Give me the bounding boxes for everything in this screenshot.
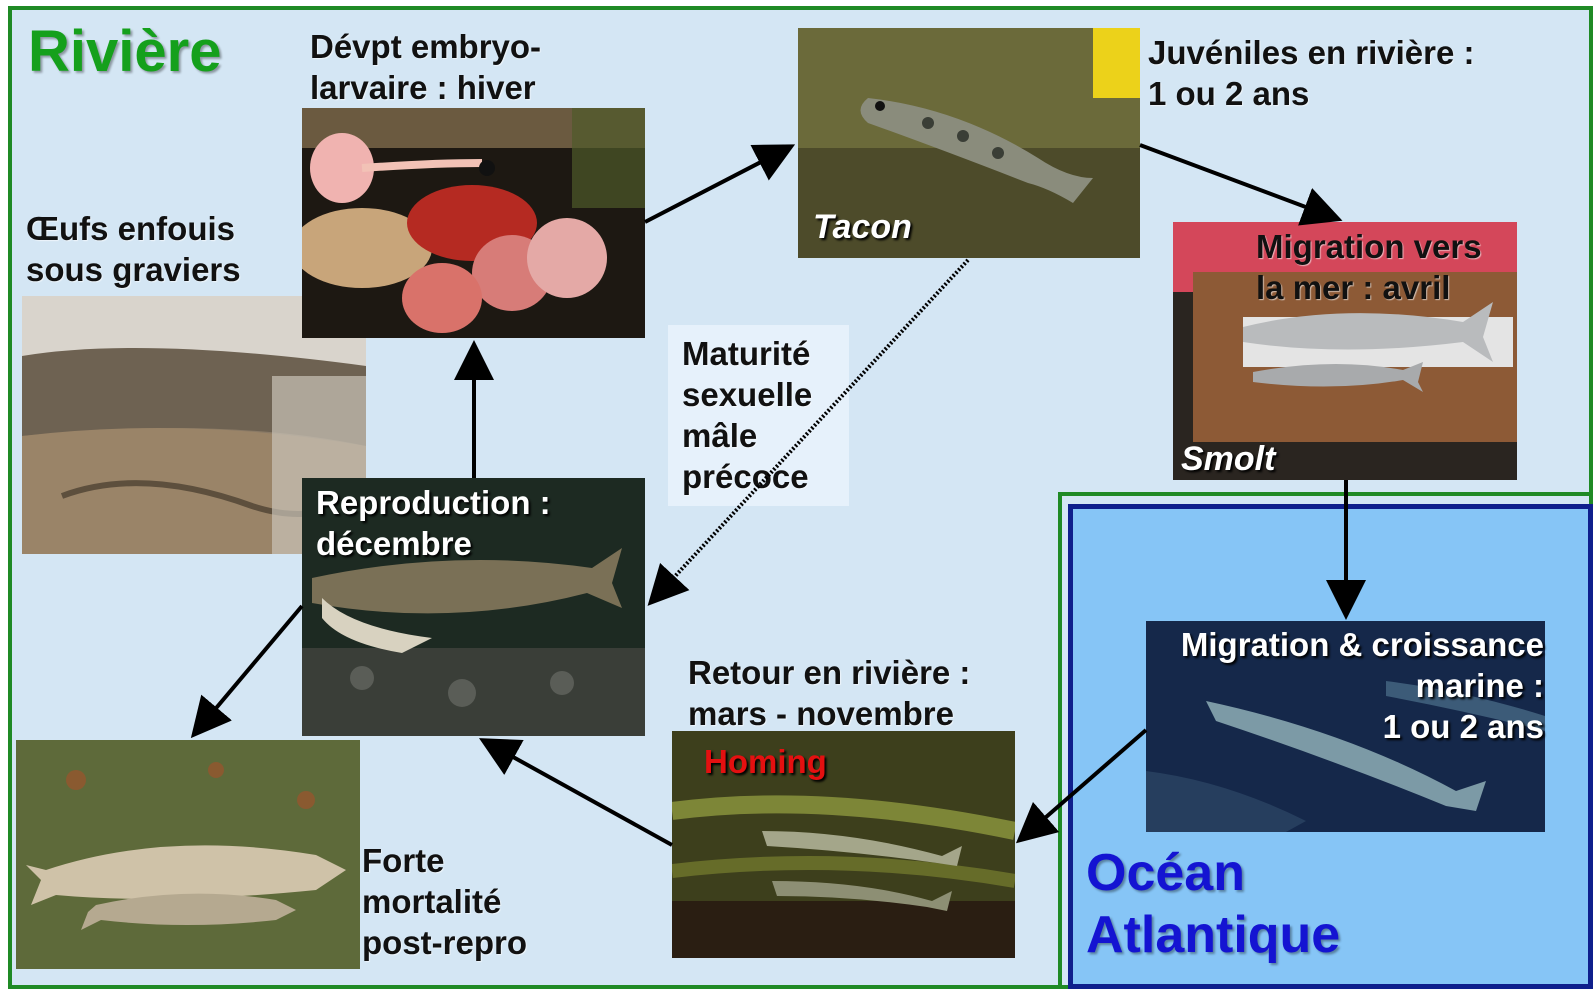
arrow-tacon-to-smolt [1140,145,1335,218]
arrow-marine-to-return [1022,730,1146,838]
dotted-arrow-tacon-to-repro [653,260,968,600]
arrow-repro-to-death [196,606,302,732]
arrow-embryo-to-tacon [645,148,788,222]
arrow-return-to-repro [486,742,672,845]
